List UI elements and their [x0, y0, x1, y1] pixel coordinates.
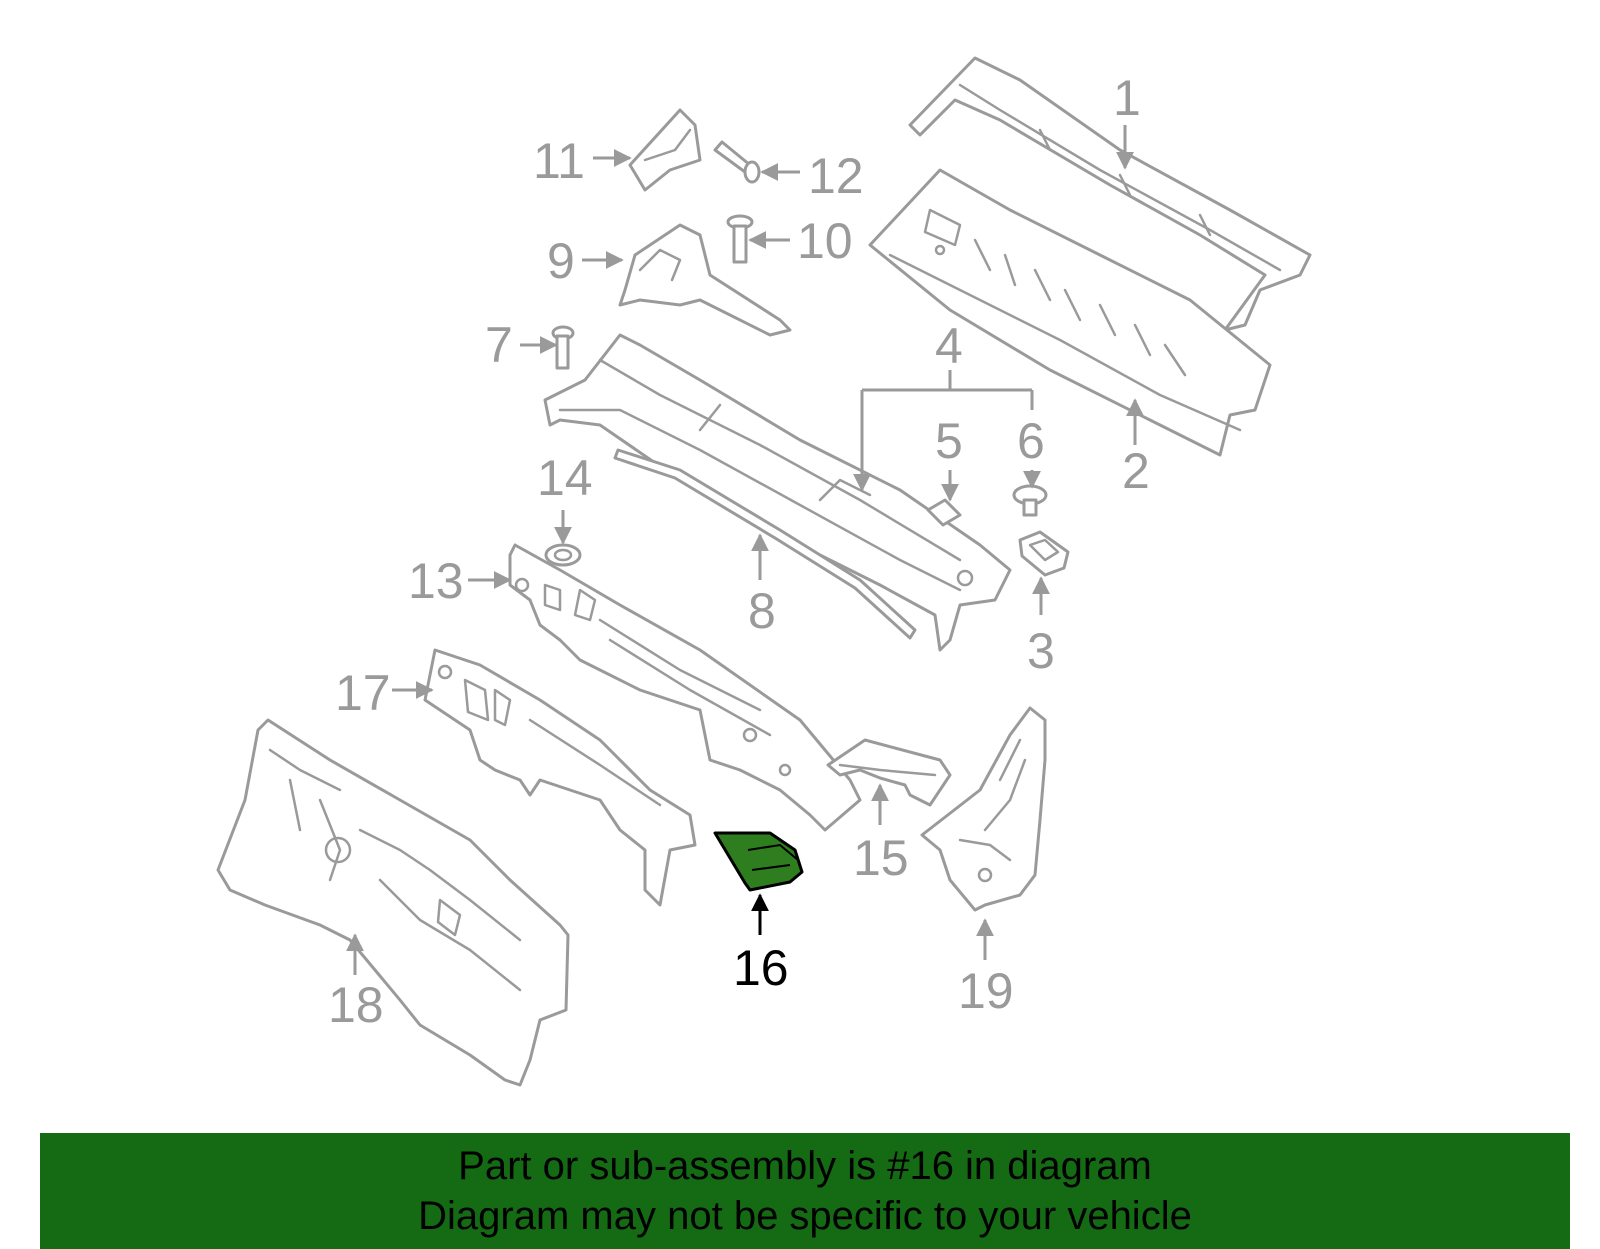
- callout-13: 13: [408, 553, 464, 609]
- parts-diagram: 1 2 3 4 5 6 7 8 9 10 11 12 13 14 15 16 1…: [216, 56, 1312, 1087]
- callout-19: 19: [958, 963, 1014, 1019]
- callout-10: 10: [797, 213, 853, 269]
- callout-6: 6: [1017, 413, 1045, 469]
- part-19-shape: [920, 706, 1047, 912]
- part-14-shape: [544, 543, 582, 567]
- callout-9: 9: [547, 233, 575, 289]
- callout-8: 8: [748, 583, 776, 639]
- part-11-shape: [628, 108, 702, 192]
- part-5-shape: [926, 498, 962, 527]
- callout-5: 5: [935, 413, 963, 469]
- callout-17: 17: [335, 665, 391, 721]
- info-banner: Part or sub-assembly is #16 in diagram D…: [40, 1133, 1570, 1249]
- part-16-shape: [713, 831, 804, 892]
- part-6-shape: [1012, 484, 1048, 517]
- part-8-shape: [613, 448, 917, 640]
- part-10-shape: [726, 214, 754, 264]
- part-7-shape: [551, 325, 575, 370]
- part-2-shape: [868, 168, 1272, 457]
- part-4-shape: [543, 333, 1012, 652]
- banner-line-part: Part or sub-assembly is #16 in diagram: [458, 1144, 1152, 1188]
- callout-labels: 1 2 3 4 5 6 7 8 9 10 11 12 13 14 15 16 1…: [328, 70, 1150, 1033]
- leader-lines: [346, 125, 1144, 975]
- part-15-shape: [826, 738, 952, 807]
- part-17-shape: [423, 648, 697, 907]
- callout-4: 4: [935, 318, 963, 374]
- part-12-shape: [713, 140, 761, 184]
- callout-14: 14: [537, 450, 593, 506]
- banner-line-disclaimer: Diagram may not be specific to your vehi…: [418, 1194, 1192, 1238]
- callout-3: 3: [1027, 623, 1055, 679]
- callout-18: 18: [328, 977, 384, 1033]
- part-3-shape: [1018, 530, 1070, 577]
- callout-11: 11: [533, 133, 585, 189]
- part-9-shape: [618, 223, 792, 337]
- callout-15: 15: [853, 830, 909, 886]
- callout-7: 7: [485, 317, 513, 373]
- part-18-shape: [216, 718, 570, 1087]
- callout-16: 16: [733, 940, 789, 996]
- part-13-shape: [508, 543, 862, 832]
- callout-2: 2: [1122, 443, 1150, 499]
- callout-12: 12: [808, 148, 864, 204]
- part-1-shape: [908, 56, 1312, 332]
- callout-1: 1: [1113, 70, 1141, 126]
